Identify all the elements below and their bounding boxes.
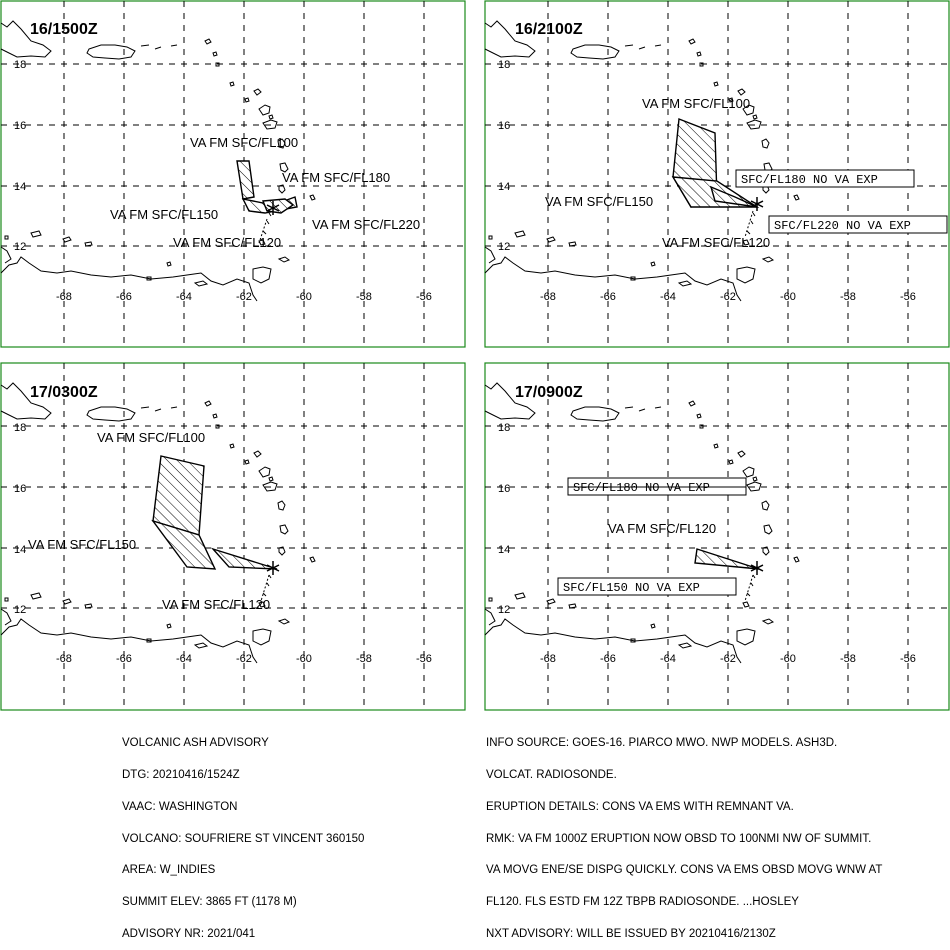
footer-line: INFO SOURCE: GOES-16. PIARCO MWO. NWP MO… [486,737,838,750]
footer-line: VOLCANIC ASH ADVISORY [122,737,269,750]
lon-tick: -60 [296,653,312,665]
va-label: VA FM SFC/FL100 [97,430,205,445]
lon-tick: -58 [840,291,856,303]
lon-tick: -56 [416,291,432,303]
advisory-graphic: 16/1500Z VA FM SFC/FL100 VA FM SFC/FL180… [0,0,950,711]
va-label: VA FM SFC/FL120 [662,235,770,250]
panel-17-0900z [484,362,950,711]
lon-tick: -60 [780,291,796,303]
lat-tick: 16 [14,483,26,495]
lon-tick: -68 [540,291,556,303]
lat-tick: 14 [498,544,510,556]
panel-frame [0,362,466,711]
va-label: VA FM SFC/FL180 [282,170,390,185]
va-label: VA FM SFC/FL120 [162,597,270,612]
lon-tick: -58 [840,653,856,665]
volcano-marker-icon [266,201,280,215]
footer-line: ADVISORY NR: 2021/041 [122,927,256,940]
panel-17-0300z [0,362,467,711]
footer-line: VOLCAT. RADIOSONDE. [486,768,617,781]
panel-title: 16/1500Z [30,21,98,38]
lon-tick: -56 [900,291,916,303]
lon-tick: -64 [660,653,676,665]
lat-tick: 12 [14,604,26,616]
footer-line: ERUPTION DETAILS: CONS VA EMS WITH REMNA… [486,800,794,813]
lat-tick: 14 [498,181,510,193]
lon-tick: -68 [56,653,72,665]
va-polygon-fl120 [694,548,760,570]
lon-tick: -58 [356,653,372,665]
va-polygon-fl120 [210,547,278,570]
lat-tick: 16 [498,483,510,495]
va-label: VA FM SFC/FL150 [28,537,136,552]
no-va-box [768,215,948,234]
lon-tick: -66 [116,291,132,303]
lon-tick: -68 [540,653,556,665]
volcano-marker-icon [750,197,764,211]
panel-frame [0,0,466,348]
lat-tick: 12 [498,241,510,253]
footer-line: FL120. FLS ESTD FM 12Z TBPB RADIOSONDE. … [486,896,799,909]
no-va-label: SFC/FL150 NO VA EXP [563,581,700,595]
lat-tick: 14 [14,181,26,193]
va-label: VA FM SFC/FL120 [173,235,281,250]
no-va-label: SFC/FL180 NO VA EXP [573,481,710,495]
advisory-header-block: VOLCANIC ASH ADVISORY DTG: 20210416/1524… [122,717,364,950]
panel-title: 17/0300Z [30,384,98,401]
lon-tick: -66 [116,653,132,665]
footer-line: RMK: VA FM 1000Z ERUPTION NOW OBSD TO 10… [486,832,872,845]
lon-tick: -68 [56,291,72,303]
panel-title: 17/0900Z [515,384,583,401]
footer-line: SUMMIT ELEV: 3865 FT (1178 M) [122,896,297,909]
lat-tick: 16 [14,120,26,132]
lat-tick: 18 [498,422,510,434]
advisory-remarks-block: INFO SOURCE: GOES-16. PIARCO MWO. NWP MO… [486,717,882,950]
lon-tick: -62 [720,653,736,665]
no-va-label: SFC/FL220 NO VA EXP [774,219,911,233]
footer-line: NXT ADVISORY: WILL BE ISSUED BY 20210416… [486,927,776,940]
no-va-box [735,169,915,188]
lon-tick: -62 [236,653,252,665]
va-label: VA FM SFC/FL220 [312,217,420,232]
footer-line: DTG: 20210416/1524Z [122,768,240,781]
lat-tick: 12 [498,604,510,616]
lon-tick: -66 [600,291,616,303]
lat-tick: 12 [14,241,26,253]
va-label: VA FM SFC/FL100 [642,96,750,111]
no-va-label: SFC/FL180 NO VA EXP [741,173,878,187]
lat-tick: 18 [498,59,510,71]
panel-title: 16/2100Z [515,21,583,38]
volcano-marker-icon [750,561,764,575]
panel-frame [484,362,950,711]
lon-tick: -64 [176,653,192,665]
lat-tick: 16 [498,120,510,132]
volcano-marker-icon [266,561,280,575]
va-polygon-fl150 [151,519,217,570]
va-label: VA FM SFC/FL150 [110,207,218,222]
lon-tick: -56 [416,653,432,665]
lon-tick: -60 [296,291,312,303]
lon-tick: -58 [356,291,372,303]
lon-tick: -66 [600,653,616,665]
footer-line: VA MOVG ENE/SE DISPG QUICKLY. CONS VA EM… [486,864,883,877]
footer-line: VOLCANO: SOUFRIERE ST VINCENT 360150 [122,832,365,845]
va-label: VA FM SFC/FL120 [608,521,716,536]
axis-labels: -68 -66 -64 -62 -60 -58 -56 18 16 14 12 … [14,59,916,665]
lat-tick: 14 [14,544,26,556]
lon-tick: -64 [176,291,192,303]
panel-16-1500z [0,0,467,348]
no-va-box [557,577,737,596]
lon-tick: -62 [720,291,736,303]
va-label: VA FM SFC/FL100 [190,135,298,150]
footer-line: AREA: W_INDIES [122,864,216,877]
lon-tick: -56 [900,653,916,665]
va-polygon-fl100 [236,160,255,200]
lon-tick: -62 [236,291,252,303]
va-label: VA FM SFC/FL150 [545,194,653,209]
lon-tick: -60 [780,653,796,665]
lon-tick: -64 [660,291,676,303]
lat-tick: 18 [14,59,26,71]
footer-line: VAAC: WASHINGTON [122,800,238,813]
lat-tick: 18 [14,422,26,434]
